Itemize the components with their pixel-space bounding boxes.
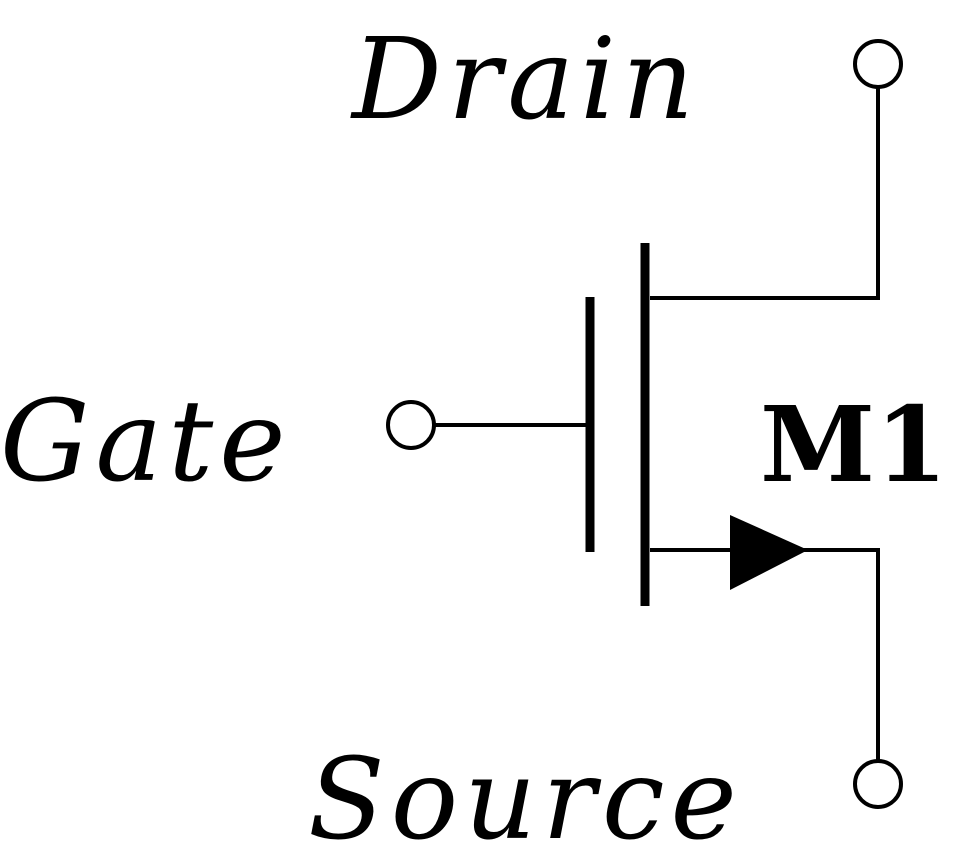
drain-terminal: [853, 39, 903, 89]
source-arrow-icon: [730, 515, 808, 590]
drain-label: Drain: [350, 15, 700, 145]
source-terminal: [853, 759, 903, 809]
source-label: Source: [308, 735, 743, 850]
gate-label: Gate: [0, 377, 292, 507]
gate-terminal: [386, 400, 436, 450]
designator-label: M1: [760, 383, 947, 506]
